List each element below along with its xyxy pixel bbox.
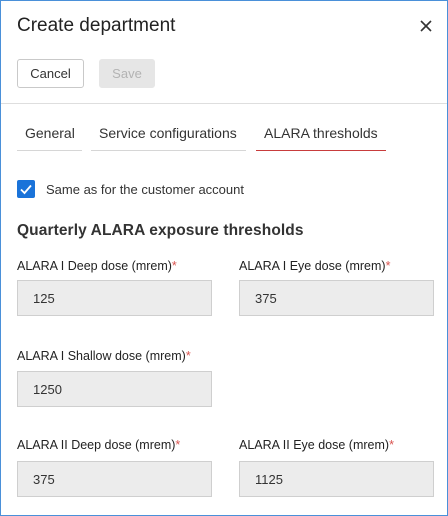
alara1-deep-label-text: ALARA I Deep dose (mrem) xyxy=(17,259,172,273)
tab-service-configurations[interactable]: Service configurations xyxy=(91,125,246,151)
alara1-deep-input[interactable] xyxy=(17,280,212,316)
same-as-customer-label: Same as for the customer account xyxy=(46,182,244,197)
alara2-deep-label-text: ALARA II Deep dose (mrem) xyxy=(17,438,176,452)
alara1-shallow-label: ALARA I Shallow dose (mrem)* xyxy=(17,349,191,363)
same-as-customer-checkbox[interactable] xyxy=(17,180,35,198)
cancel-button[interactable]: Cancel xyxy=(17,59,84,88)
required-marker: * xyxy=(175,438,181,452)
section-title: Quarterly ALARA exposure thresholds xyxy=(17,222,304,239)
alara2-eye-input[interactable] xyxy=(239,461,434,497)
close-icon[interactable] xyxy=(415,15,437,37)
required-marker: * xyxy=(389,438,394,452)
tab-general[interactable]: General xyxy=(17,125,82,151)
tab-alara-thresholds[interactable]: ALARA thresholds xyxy=(256,125,386,151)
dialog-title: Create department xyxy=(17,15,176,36)
alara2-eye-label: ALARA II Eye dose (mrem)* xyxy=(239,438,394,452)
required-marker: * xyxy=(171,259,177,273)
checkmark-icon xyxy=(20,184,32,195)
alara2-deep-input[interactable] xyxy=(17,461,212,497)
alara2-eye-label-text: ALARA II Eye dose (mrem) xyxy=(239,438,390,452)
alara1-eye-input[interactable] xyxy=(239,280,434,316)
alara1-eye-label-text: ALARA I Eye dose (mrem) xyxy=(239,259,386,273)
alara1-shallow-input[interactable] xyxy=(17,371,212,407)
alara2-deep-label: ALARA II Deep dose (mrem)* xyxy=(17,438,180,452)
required-marker: * xyxy=(385,259,391,273)
alara1-deep-label: ALARA I Deep dose (mrem)* xyxy=(17,259,177,273)
save-button[interactable]: Save xyxy=(99,59,155,88)
required-marker: * xyxy=(185,349,191,363)
close-icon-svg xyxy=(420,20,432,32)
alara1-shallow-label-text: ALARA I Shallow dose (mrem) xyxy=(17,349,186,363)
header-divider xyxy=(1,103,447,104)
alara1-eye-label: ALARA I Eye dose (mrem)* xyxy=(239,259,390,273)
